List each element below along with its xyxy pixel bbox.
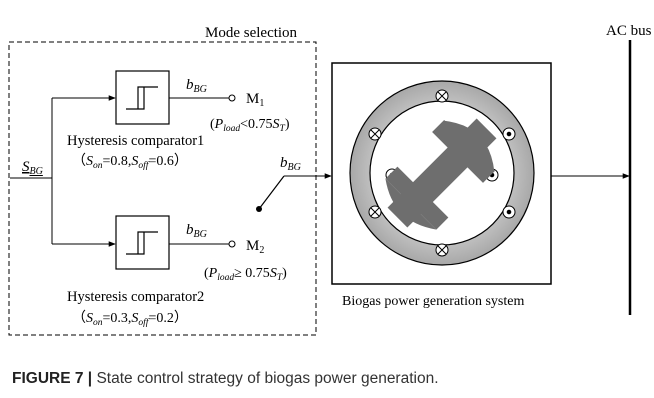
comparator1-output-label: bBG bbox=[186, 77, 207, 95]
hysteresis-loop-icon bbox=[126, 86, 158, 110]
winding-dot-icon bbox=[502, 127, 516, 141]
comparator2-label: Hysteresis comparator2 bbox=[67, 289, 204, 305]
hysteresis-loop-icon bbox=[126, 231, 158, 255]
mode-selection-box bbox=[8, 41, 317, 336]
winding-dot-icon bbox=[502, 205, 516, 219]
ac-bus-label: AC bus bbox=[606, 23, 652, 39]
winding-cross-icon bbox=[368, 205, 382, 219]
input-signal-label: SBG bbox=[22, 159, 43, 177]
mode2-label: M2 bbox=[246, 238, 264, 256]
mode-selection-title: Mode selection bbox=[205, 25, 298, 41]
winding-cross-icon bbox=[368, 127, 382, 141]
figure-caption: FIGURE 7 | State control strategy of bio… bbox=[12, 370, 439, 388]
terminal-m2 bbox=[228, 240, 236, 248]
mode1-label: M1 bbox=[246, 91, 264, 109]
comparator1-params: （Son=0.8,Soff=0.6） bbox=[72, 153, 188, 171]
switch-signal-label: bBG bbox=[280, 155, 301, 173]
switch-blade bbox=[258, 175, 285, 210]
hysteresis-comparator1-block bbox=[115, 70, 170, 125]
rotor-shape bbox=[385, 118, 497, 230]
mode2-condition: (Pload≥ 0.75ST) bbox=[204, 266, 287, 283]
winding-cross-icon bbox=[435, 89, 449, 103]
terminal-m1 bbox=[228, 94, 236, 102]
figure-caption-text: State control strategy of biogas power g… bbox=[92, 370, 439, 387]
comparator1-label: Hysteresis comparator1 bbox=[67, 133, 204, 149]
comparator2-output-label: bBG bbox=[186, 222, 207, 240]
comparator2-params: （Son=0.3,Soff=0.2） bbox=[72, 310, 188, 328]
mode1-condition: (Pload<0.75ST) bbox=[210, 117, 290, 134]
figure-label: FIGURE 7 | bbox=[12, 370, 93, 387]
generator-system-label: Biogas power generation system bbox=[342, 294, 524, 309]
winding-cross-icon bbox=[435, 243, 449, 257]
hysteresis-comparator2-block bbox=[115, 215, 170, 270]
